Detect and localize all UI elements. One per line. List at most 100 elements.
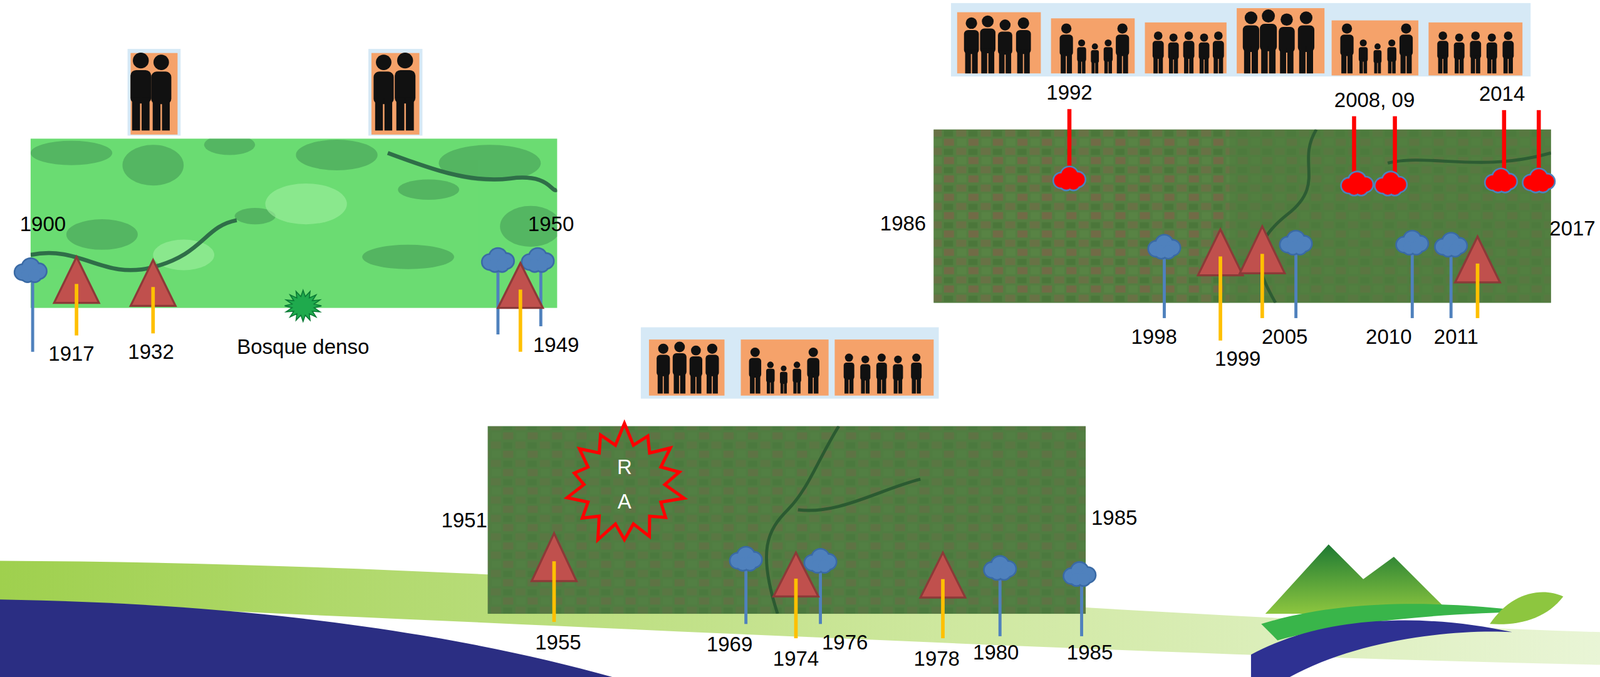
cloud-fill: [28, 269, 42, 282]
satellite-panel: [933, 129, 1551, 304]
person-leg: [664, 372, 670, 394]
person-silhouette: [1358, 39, 1368, 74]
starburst-shape: [563, 423, 686, 546]
cloud-marker: [1521, 167, 1556, 194]
person-leg: [849, 376, 854, 394]
person-leg: [1287, 47, 1294, 74]
person-head: [1169, 33, 1178, 42]
person-leg: [965, 49, 972, 74]
person-leg: [1299, 46, 1306, 74]
cloud-marker: [803, 548, 838, 574]
forest-patch: [397, 179, 460, 201]
person-silhouette: [1278, 13, 1295, 74]
person-head: [674, 341, 685, 353]
person-leg: [1503, 55, 1508, 74]
forest-patch: [295, 139, 378, 171]
cloud-fill: [496, 259, 509, 272]
population-icons: [127, 3, 1532, 400]
cloud-fill: [1388, 182, 1402, 195]
person-silhouette: [1016, 17, 1032, 74]
person-leg: [1251, 46, 1258, 74]
icon-box: [1145, 22, 1227, 74]
panel-texture: [933, 129, 1551, 304]
person-leg: [1123, 51, 1129, 74]
person-silhouette: [656, 343, 670, 395]
person-silhouette: [1469, 31, 1481, 74]
icon-box: [130, 53, 178, 135]
person-head: [1388, 39, 1396, 47]
person-silhouette: [1373, 43, 1382, 74]
person-silhouette: [964, 17, 980, 74]
person-leg: [1095, 60, 1099, 74]
person-leg: [162, 97, 170, 131]
river: [766, 426, 921, 615]
person-leg: [813, 374, 819, 394]
person-head: [1280, 13, 1294, 26]
year-label: 2011: [1433, 325, 1479, 349]
yellow-pole: [940, 579, 945, 639]
forest-patch: [66, 219, 138, 250]
person-leg: [696, 373, 702, 395]
person-leg: [706, 372, 712, 394]
year-label: 1951: [441, 508, 487, 533]
forest-patch: [122, 144, 184, 186]
icon-box: [957, 12, 1042, 74]
year-label: 1976: [821, 630, 868, 655]
person-head: [397, 52, 413, 69]
person-leg: [1091, 60, 1095, 74]
person-leg: [1158, 55, 1163, 74]
cloud-marker: [481, 247, 515, 274]
person-leg: [1261, 45, 1268, 74]
cloud-marker: [1373, 171, 1408, 197]
person-silhouette: [892, 355, 903, 395]
person-head: [1091, 43, 1099, 50]
person-silhouette: [1076, 39, 1086, 74]
person-leg: [657, 372, 663, 394]
person-leg: [712, 372, 718, 394]
cloud-marker: [1052, 165, 1087, 192]
cloud-marker: [1484, 167, 1518, 194]
cloud-fill: [1162, 245, 1175, 259]
cloud-marker: [1279, 229, 1314, 256]
person-leg: [1104, 58, 1109, 74]
cloud-marker: [1062, 561, 1097, 588]
panel-ground: [30, 138, 557, 308]
forest-patch: [30, 140, 113, 166]
person-leg: [1060, 51, 1066, 74]
year-label: 1999: [1214, 347, 1261, 371]
satellite-panel: [488, 426, 1086, 615]
person-leg: [1443, 55, 1448, 74]
person-head: [1487, 33, 1497, 42]
person-silhouette: [1199, 33, 1210, 74]
forest-star: [284, 290, 322, 322]
person-head: [861, 355, 869, 364]
person-head: [893, 355, 902, 364]
cloud-fill: [535, 259, 549, 272]
person-head: [1299, 11, 1313, 24]
person-head: [1061, 23, 1072, 34]
forest-patch: [264, 183, 347, 225]
person-leg: [1244, 46, 1251, 74]
year-label: 2008, 09: [1334, 88, 1415, 113]
person-leg: [1406, 51, 1412, 74]
cloud-fill: [1449, 243, 1462, 257]
person-leg: [1279, 47, 1287, 74]
icon-strip: [368, 48, 423, 136]
person-silhouette: [1103, 39, 1113, 74]
person-head: [1184, 31, 1194, 41]
person-head: [1261, 9, 1275, 23]
panel-ground: [933, 129, 1551, 304]
person-head: [132, 52, 149, 69]
person-leg: [690, 373, 696, 395]
person-leg: [1017, 49, 1024, 74]
panel-ground: [488, 426, 1086, 615]
cloud-marker: [729, 546, 764, 572]
person-head: [1104, 39, 1112, 47]
icon-box: [1051, 18, 1136, 74]
person-leg: [1475, 55, 1481, 74]
icon-box: [1236, 8, 1325, 74]
icon-box: [834, 339, 934, 396]
person-silhouette: [1340, 23, 1354, 74]
year-label: 1985: [1066, 640, 1113, 665]
person-leg: [1347, 51, 1353, 74]
